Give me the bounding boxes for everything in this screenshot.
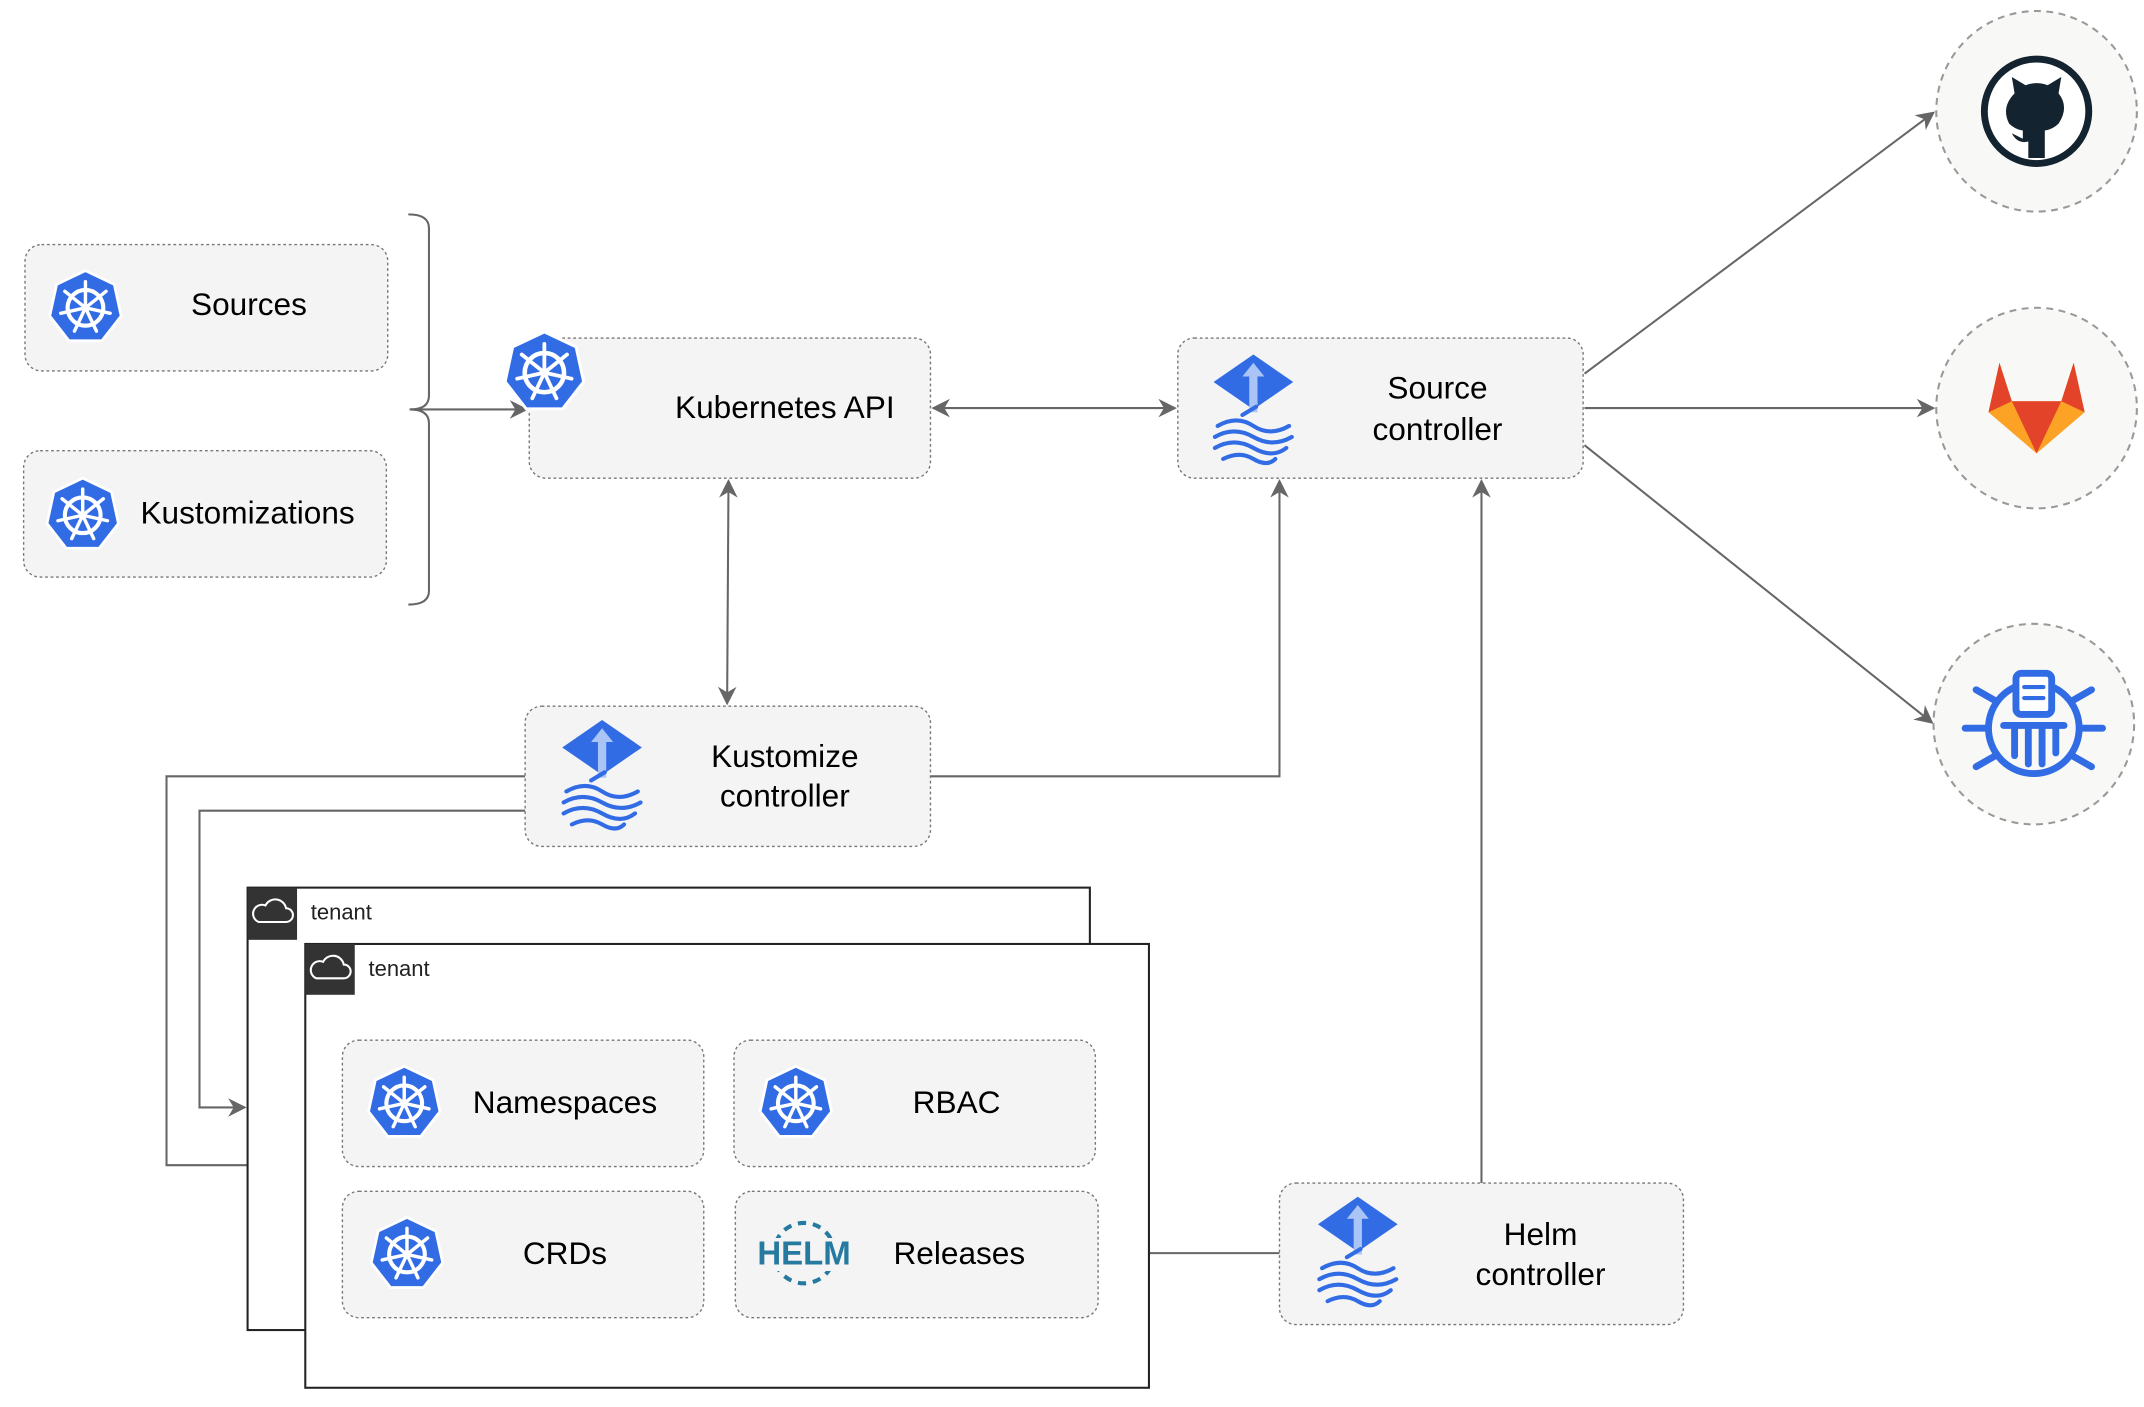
external-github[interactable]	[1935, 9, 2138, 213]
node-label-line1: Helm	[1504, 1216, 1578, 1252]
node-label: Releases	[893, 1235, 1025, 1271]
kubernetes-icon	[50, 271, 121, 341]
node-label-line1: Kustomize	[711, 738, 858, 774]
kubernetes-icon	[47, 478, 118, 548]
external-gitlab[interactable]	[1935, 306, 2138, 510]
node-label-line1: Source	[1387, 370, 1487, 406]
edge-source-to-bucket	[1583, 444, 1934, 724]
tenant-front[interactable]: tenant Namespaces RBAC CRDs HELM Release…	[304, 942, 1150, 1389]
edge-kustomize-to-source	[930, 479, 1289, 778]
node-label-line2: controller	[720, 778, 850, 814]
svg-text:HELM: HELM	[757, 1235, 850, 1272]
node-kubernetes-api[interactable]: Kubernetes API	[505, 332, 932, 479]
node-label: Kustomizations	[140, 495, 354, 531]
kubernetes-icon	[369, 1066, 440, 1136]
node-label: Sources	[191, 286, 307, 322]
edge-kustomize-to-tenant-back	[198, 809, 526, 1117]
node-label: Namespaces	[473, 1084, 657, 1120]
gitlab-icon	[1988, 362, 2085, 454]
node-kustomizations[interactable]: Kustomizations	[22, 449, 388, 578]
node-label: RBAC	[913, 1084, 1001, 1120]
node-source-controller[interactable]: Source controller	[1177, 337, 1584, 479]
edges	[165, 111, 1936, 1263]
node-label-line2: controller	[1373, 411, 1503, 447]
node-helm-controller[interactable]: Helm controller	[1278, 1182, 1685, 1326]
node-kustomize-controller[interactable]: Kustomize controller	[524, 705, 932, 848]
edge-source-to-github	[1583, 111, 1935, 375]
node-label-line2: controller	[1476, 1256, 1606, 1292]
node-releases[interactable]: HELM Releases	[734, 1190, 1099, 1319]
edge-api-kustomize-controller	[717, 479, 738, 706]
kubernetes-icon	[760, 1066, 831, 1136]
external-bucket[interactable]	[1932, 622, 2136, 826]
helm-icon: HELM	[757, 1220, 851, 1286]
kubernetes-icon	[371, 1217, 442, 1287]
kubernetes-icon	[505, 332, 584, 409]
github-icon	[1980, 55, 2093, 167]
node-label: Kubernetes API	[675, 389, 895, 425]
tenant-label: tenant	[311, 900, 372, 925]
node-sources[interactable]: Sources	[24, 243, 389, 372]
node-crds[interactable]: CRDs	[341, 1190, 705, 1319]
node-label: CRDs	[523, 1235, 607, 1271]
bucket-icon	[1961, 669, 2106, 778]
node-namespaces[interactable]: Namespaces	[341, 1039, 705, 1168]
tenant-label: tenant	[369, 956, 430, 981]
edge-kustomize-to-tenant-front	[165, 775, 526, 1175]
node-rbac[interactable]: RBAC	[733, 1039, 1097, 1168]
